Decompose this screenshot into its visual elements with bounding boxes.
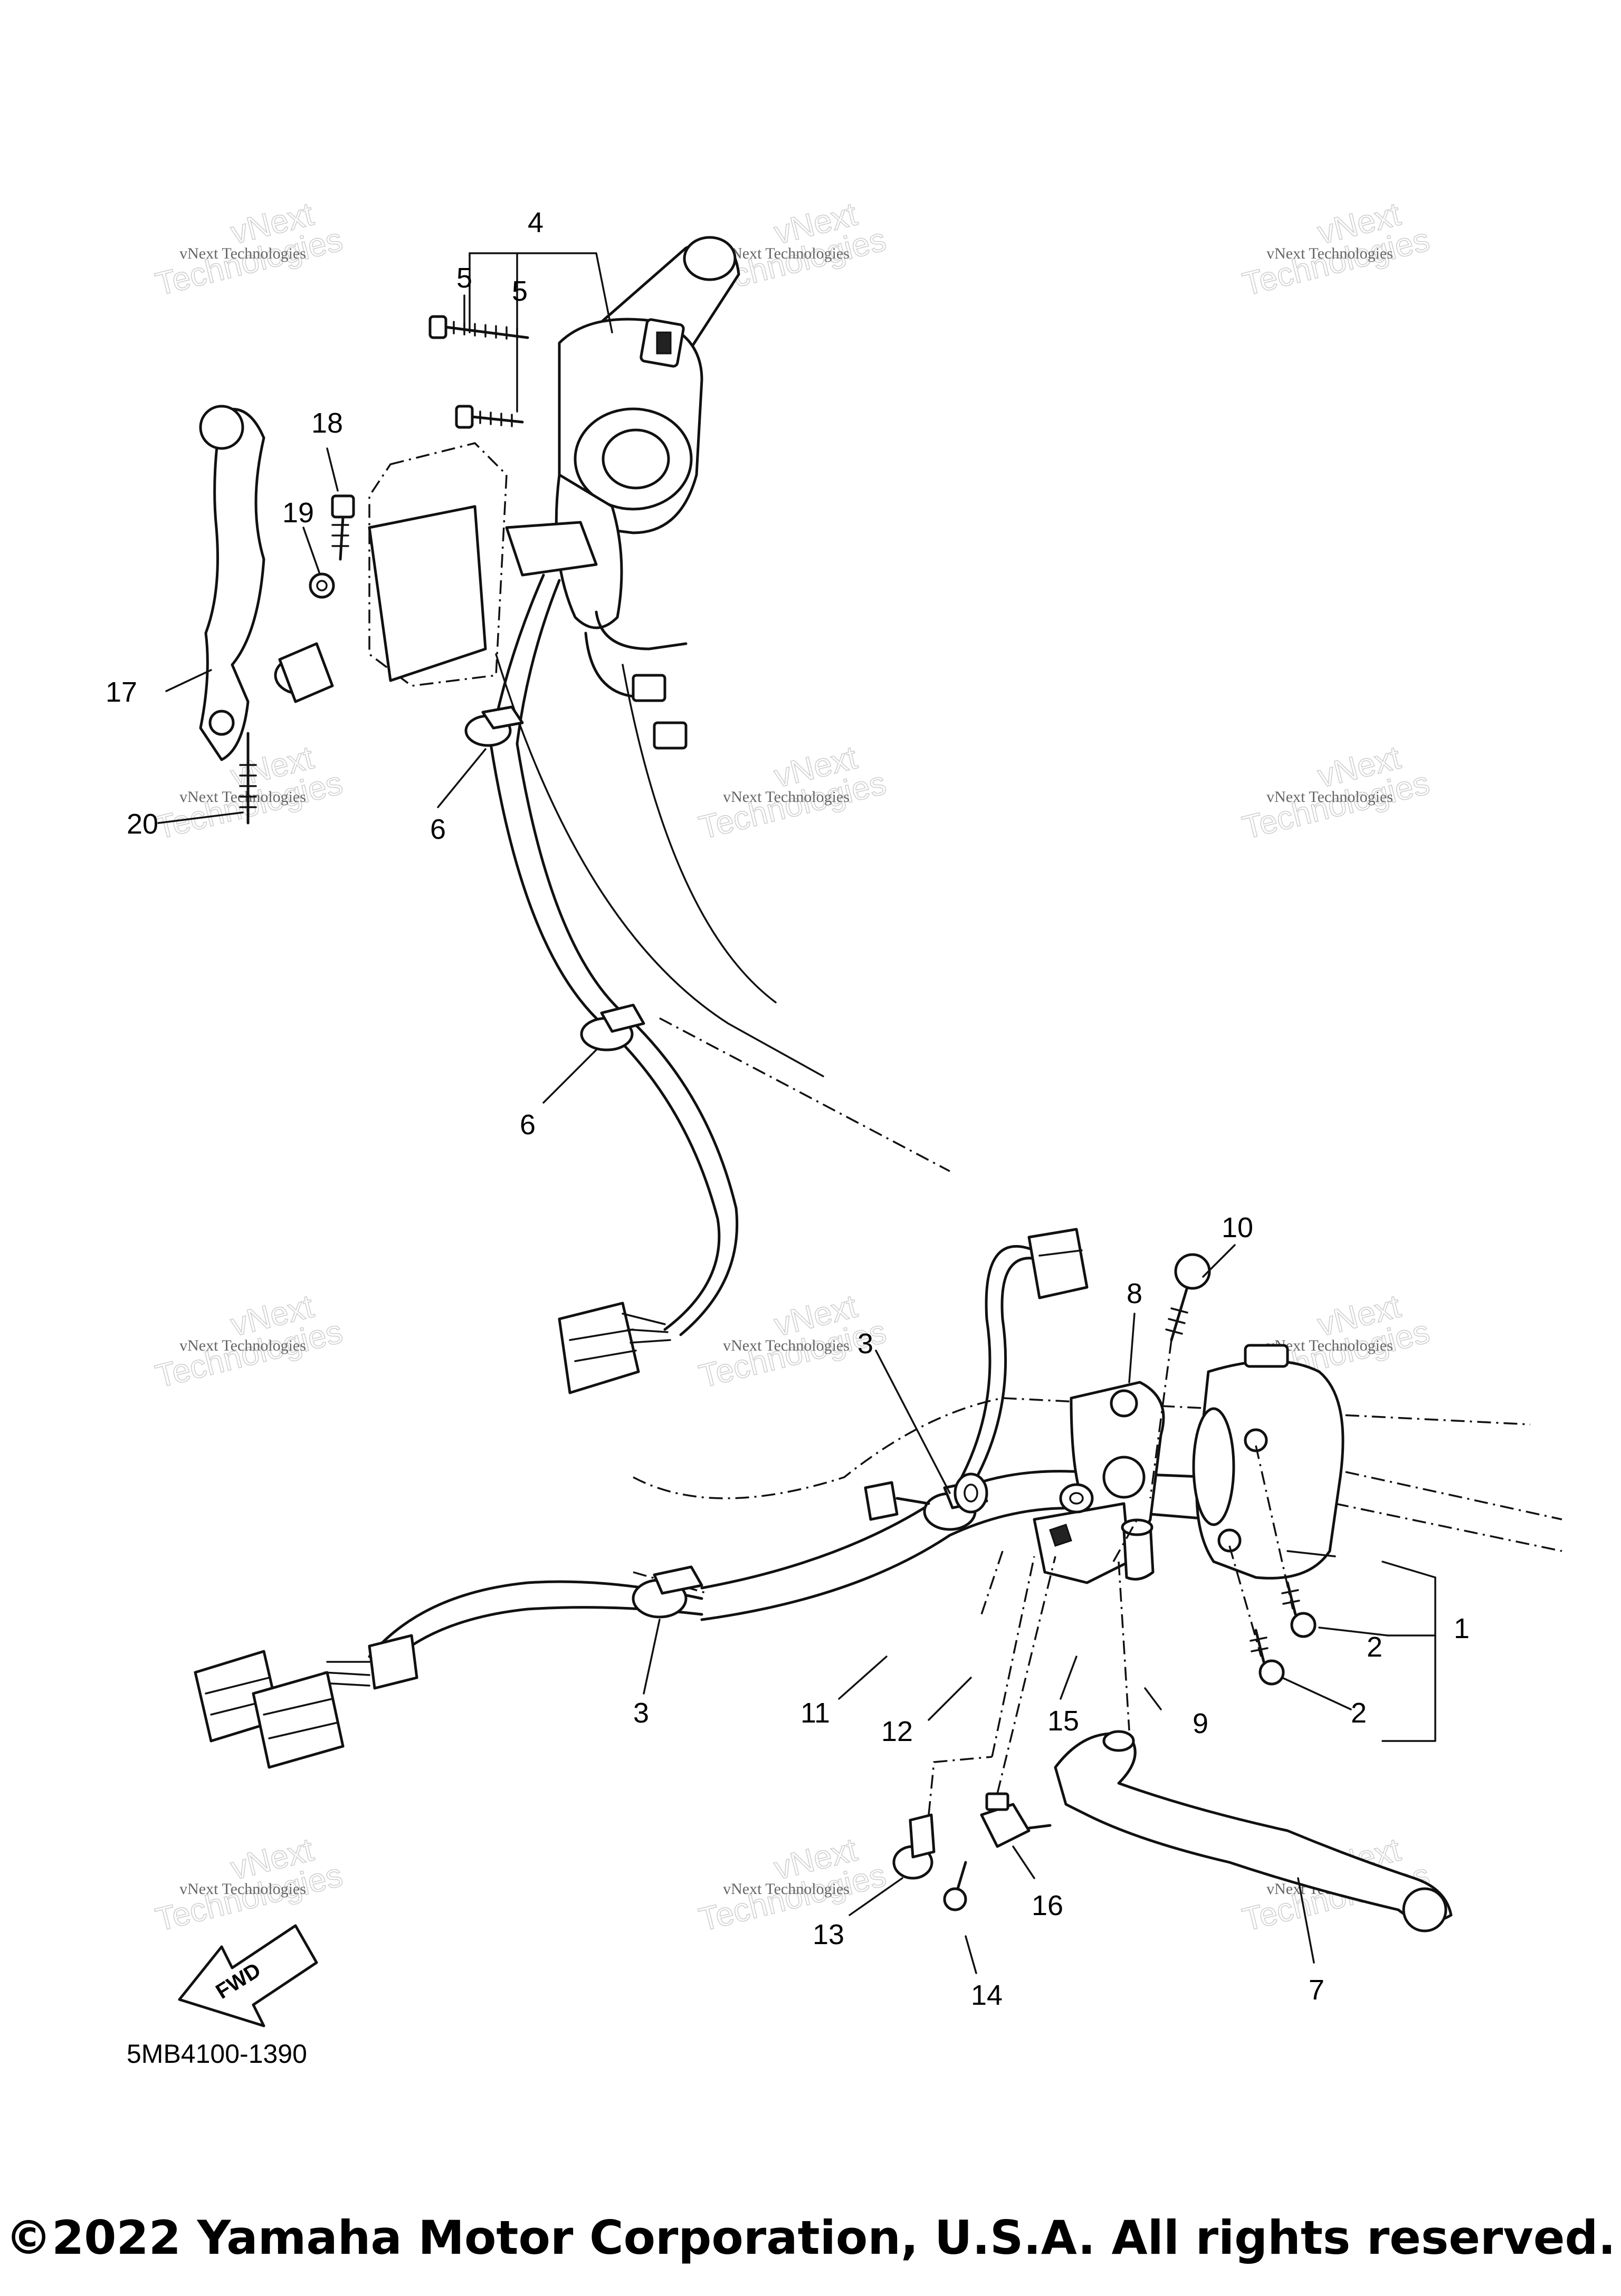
callout-8: 8 xyxy=(1127,1278,1142,1309)
callout-15: 16 xyxy=(1032,1890,1063,1921)
callout-11: 11 xyxy=(800,1697,830,1729)
callout-9: 9 xyxy=(1193,1708,1208,1739)
callout-14: 15 xyxy=(1047,1705,1079,1737)
callout-1: 1 xyxy=(1454,1613,1470,1644)
fwd-direction-badge: FWD xyxy=(178,1924,318,2027)
watermark-small-text: vNext Technologies xyxy=(1266,245,1393,262)
callout-2b: 2 xyxy=(1351,1697,1367,1729)
callout-3a: 3 xyxy=(857,1328,873,1360)
callout-3b: 3 xyxy=(633,1697,649,1729)
callout-5b: 5 xyxy=(512,275,528,307)
copyright-footer: ©2022 Yamaha Motor Corporation, U.S.A. A… xyxy=(5,2211,1616,2265)
callout-10: 10 xyxy=(1222,1212,1253,1243)
callout-16: 14 xyxy=(971,1979,1003,2011)
watermark-small-text: vNext Technologies xyxy=(723,245,850,262)
callout-17: 17 xyxy=(106,676,137,708)
callouts: 4 5 5 18 19 17 20 6 6 10 8 3 1 2 2 3 11 … xyxy=(106,207,1470,2011)
screw-5b xyxy=(455,405,524,429)
callout-12: 12 xyxy=(881,1716,913,1747)
watermark-small-text: vNext Technologies xyxy=(1266,788,1393,806)
callout-7: 7 xyxy=(1309,1974,1324,2006)
lower-assembly xyxy=(194,1228,1562,1933)
watermark-small-text: vNext Technologies xyxy=(723,788,850,806)
watermark-small-text: vNext Technologies xyxy=(179,1880,306,1898)
callout-19: 19 xyxy=(282,497,314,529)
watermark-small-text: vNext Technologies xyxy=(723,1880,850,1898)
watermark-small-text: vNext Technologies xyxy=(179,245,306,262)
screw-5a xyxy=(428,315,529,341)
watermark-small-text: vNext Technologies xyxy=(179,1337,306,1354)
callout-20: 20 xyxy=(127,808,158,840)
callout-5a: 5 xyxy=(456,262,472,294)
callout-2a: 2 xyxy=(1367,1631,1382,1663)
watermark-small-text: vNext Technologies xyxy=(723,1337,850,1354)
callout-13: 13 xyxy=(813,1919,844,1950)
callout-6a: 6 xyxy=(430,814,446,845)
diagram-code: 5MB4100-1390 xyxy=(127,2039,307,2069)
upper-assembly xyxy=(199,236,950,1394)
leader-lines xyxy=(157,252,1436,1974)
callout-6b: 6 xyxy=(520,1109,536,1141)
callout-18: 18 xyxy=(311,407,343,439)
callout-4: 4 xyxy=(528,207,543,238)
